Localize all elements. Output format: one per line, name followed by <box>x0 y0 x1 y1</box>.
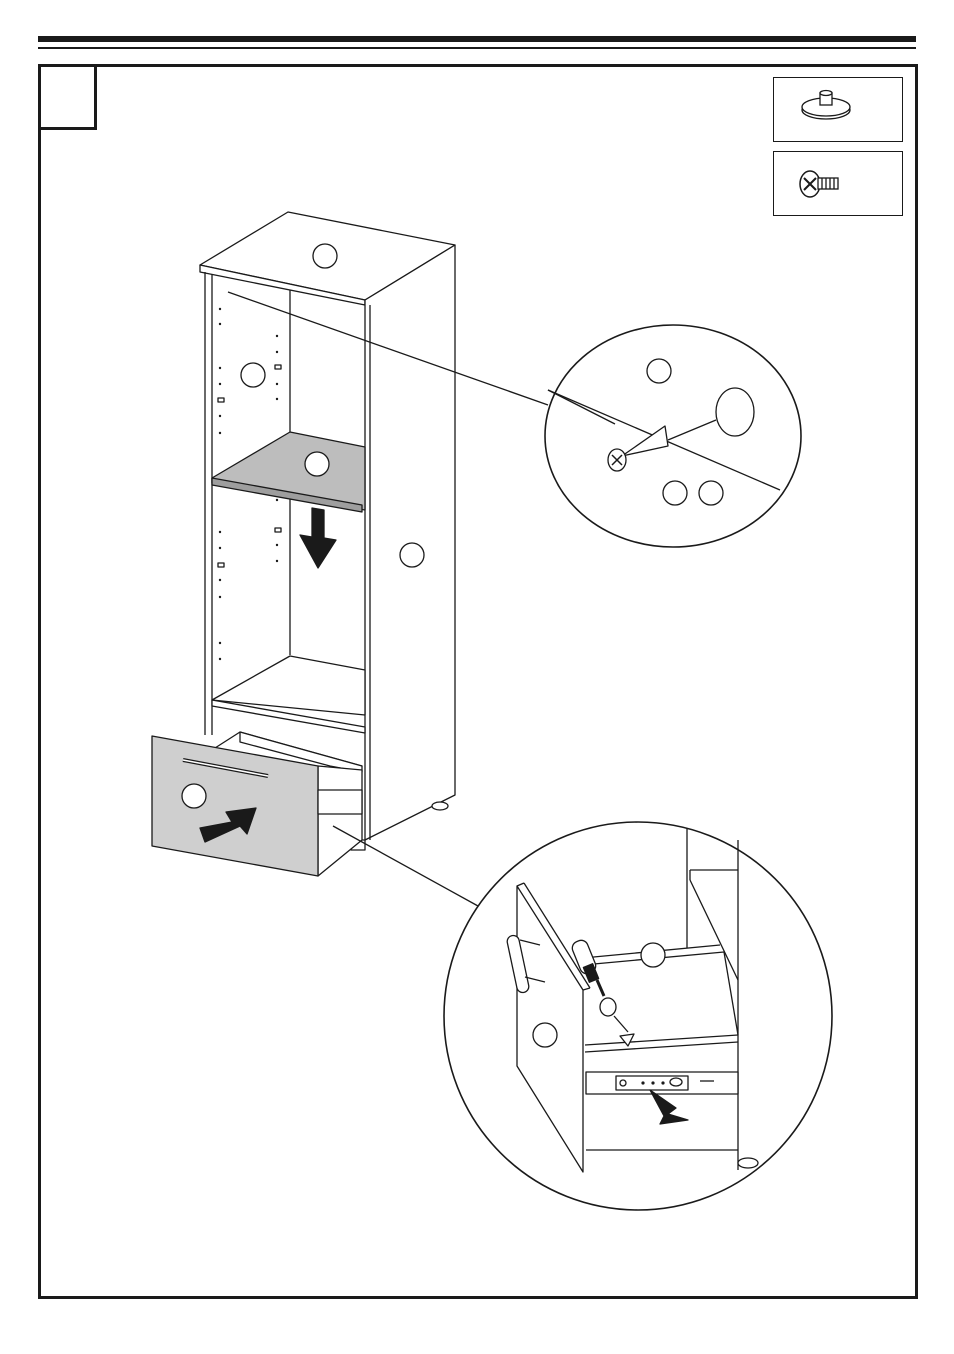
cabinet <box>199 211 456 851</box>
instruction-frame <box>38 64 918 1299</box>
zoom-detail-drawer <box>443 821 833 1211</box>
header-rule-thin <box>38 47 916 49</box>
header-rule-thick <box>38 36 916 42</box>
hardware-box-cap <box>773 77 903 142</box>
plastic-cap-icon <box>801 89 851 120</box>
drawer <box>151 731 363 877</box>
drawer-screw-icon <box>799 170 839 198</box>
zoom-detail-cap <box>544 324 802 548</box>
step-number-box <box>38 64 97 130</box>
hardware-box-screw <box>773 151 903 216</box>
